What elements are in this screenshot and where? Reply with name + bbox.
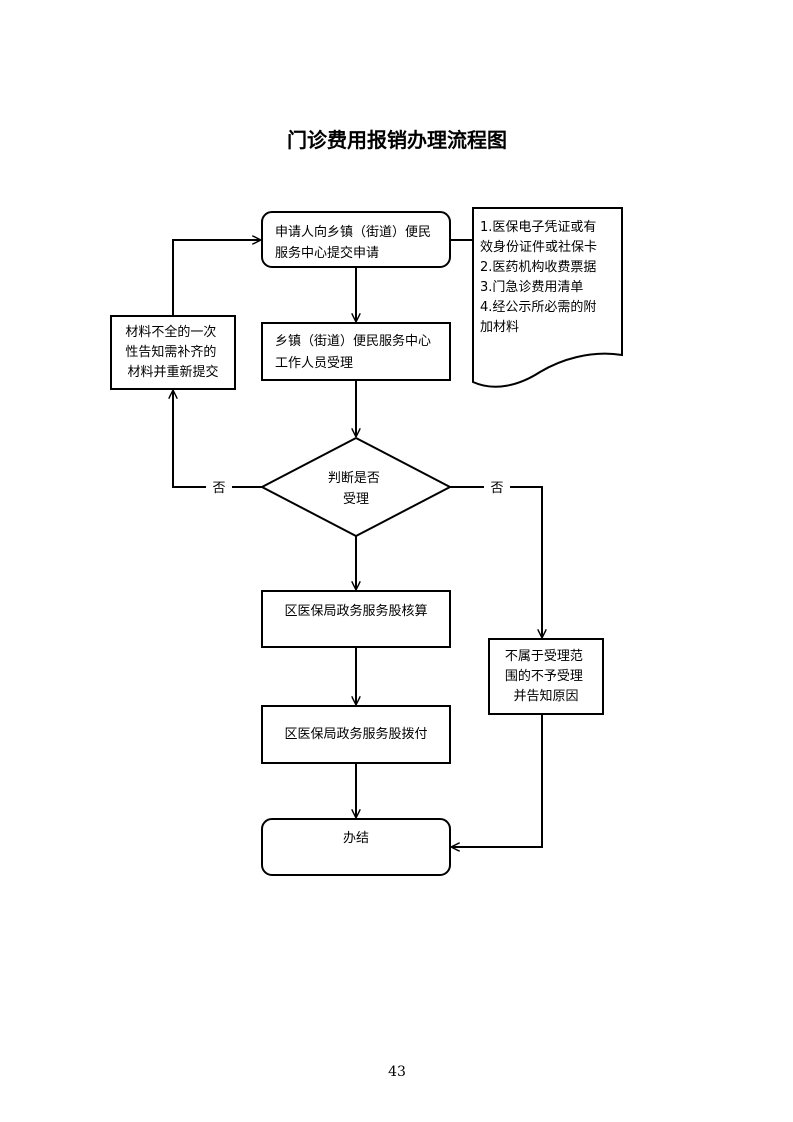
edge-decision-no-left-b xyxy=(173,391,206,488)
documents-text: 1.医保电子凭证或有 效身份证件或社保卡 2.医药机构收费票据 3.门急诊费用清… xyxy=(480,220,601,335)
apply-line-2: 服务中心提交申请 xyxy=(275,245,379,261)
incomplete-text: 材料不全的一次 性告知需补齐的 材料并重新提交 xyxy=(125,324,220,380)
reject-node xyxy=(488,638,604,715)
documents-line-3: 2.医药机构收费票据 xyxy=(480,260,596,275)
edge-reject-to-done xyxy=(452,714,543,847)
documents-line-6: 加材料 xyxy=(480,320,519,335)
incomplete-line-1: 材料不全的一次 xyxy=(125,324,216,340)
apply-text: 申请人向乡镇（街道）便民 服务中心提交申请 xyxy=(275,224,435,261)
decision-line-1: 判断是否 xyxy=(328,471,380,486)
edge-label-no-right: 否 xyxy=(490,481,503,496)
reject-text: 不属于受理范 围的不予受理 并告知原因 xyxy=(505,649,587,704)
documents-line-1: 1.医保电子凭证或有 xyxy=(480,220,596,235)
documents-line-4: 3.门急诊费用清单 xyxy=(480,280,583,295)
documents-line-5: 4.经公示所必需的附 xyxy=(480,299,596,315)
pay-text: 区医保局政务服务股拨付 xyxy=(284,726,427,742)
decision-text: 判断是否 受理 xyxy=(328,471,384,507)
pay-node xyxy=(261,705,451,764)
reject-line-2: 围的不予受理 xyxy=(505,668,583,684)
page-title: 门诊费用报销办理流程图 xyxy=(287,128,507,152)
audit-node xyxy=(261,590,451,648)
decision-line-2: 受理 xyxy=(343,492,369,507)
apply-line-1: 申请人向乡镇（街道）便民 xyxy=(275,224,431,240)
done-node xyxy=(261,818,451,876)
page-number: 43 xyxy=(388,1064,406,1080)
accept-text: 乡镇（街道）便民服务中心 工作人员受理 xyxy=(275,333,435,371)
audit-text: 区医保局政务服务股核算 xyxy=(284,603,427,619)
accept-line-1: 乡镇（街道）便民服务中心 xyxy=(275,333,431,349)
documents-line-2: 效身份证件或社保卡 xyxy=(480,239,597,255)
accept-line-2: 工作人员受理 xyxy=(275,356,353,371)
edge-label-no-left: 否 xyxy=(212,481,225,496)
accept-node xyxy=(261,322,451,381)
reject-line-3: 并告知原因 xyxy=(513,688,578,704)
documents-node xyxy=(472,207,623,388)
incomplete-line-2: 性告知需补齐的 xyxy=(125,344,216,360)
decision-node xyxy=(259,436,453,538)
edge-incomplete-to-apply xyxy=(172,240,260,316)
reject-line-1: 不属于受理范 xyxy=(505,649,583,664)
incomplete-line-3: 材料并重新提交 xyxy=(127,364,218,380)
done-text: 办结 xyxy=(343,831,369,846)
edge-decision-no-right-b xyxy=(510,486,542,637)
